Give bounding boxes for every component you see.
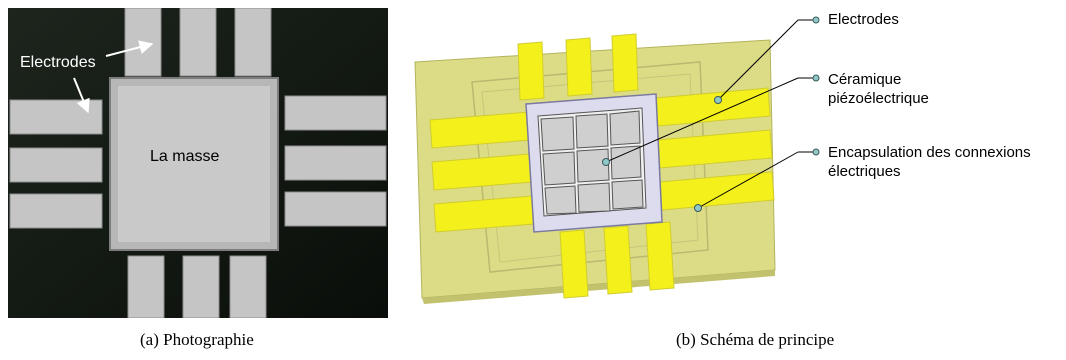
photo-caption: (a) Photographie: [140, 330, 254, 349]
electrode-pad-left-3: [9, 193, 103, 229]
arrow-to-top-electrode: [105, 40, 154, 57]
electrode-bottom-2: [603, 225, 633, 295]
mass-square: [118, 86, 270, 242]
ceramic-cells: [540, 110, 644, 215]
electrode-pad-top-1: [124, 8, 162, 77]
leader-electrodes: [717, 19, 799, 101]
marker-electrodes: [714, 96, 722, 104]
electrode-pad-left-2: [9, 147, 103, 183]
electrode-bottom-3: [645, 221, 675, 291]
arrow-to-left-electrode: [73, 77, 90, 114]
electrode-pad-bottom-1: [127, 255, 165, 318]
label-dot-electrodes: [812, 16, 820, 24]
leader-encapsulation: [697, 151, 799, 209]
label-encapsulation-line1: Encapsulation des connexions: [828, 144, 1031, 161]
schematic-caption: (b) Schéma de principe: [676, 330, 835, 349]
electrode-pad-left-1: [9, 99, 103, 135]
schematic-drawing: [414, 16, 820, 304]
electrode-pad-right-2: [284, 145, 387, 181]
marker-ceramic: [602, 158, 610, 166]
label-ceramic-line2: piézoélectrique: [828, 90, 929, 107]
photo-panel: Electrodes La masse: [8, 8, 388, 318]
electrode-pad-top-2: [179, 8, 217, 77]
label-dot-encapsulation: [812, 148, 820, 156]
electrode-bottom-1: [559, 229, 589, 299]
photo-mass-label: La masse: [150, 148, 220, 165]
electrode-top-2: [565, 37, 593, 97]
label-ceramic-line1: Céramique: [828, 71, 902, 88]
photo-image: [8, 8, 388, 318]
electrode-pad-bottom-2: [182, 255, 220, 318]
label-electrodes: Electrodes: [828, 11, 899, 28]
electrode-pad-right-3: [284, 191, 387, 227]
substrate-edge: [422, 270, 775, 304]
marker-encapsulation: [694, 204, 702, 212]
label-dot-ceramic: [812, 74, 820, 82]
electrode-pad-top-3: [234, 8, 272, 77]
photo-electrodes-label: Electrodes: [20, 54, 96, 71]
label-encapsulation-line2: électriques: [828, 163, 901, 180]
leader-ceramic: [605, 77, 799, 163]
electrode-top-1: [517, 41, 545, 101]
electrode-pad-bottom-3: [229, 255, 267, 318]
schematic-panel: Electrodes Céramique piézoélectrique Enc…: [410, 0, 1066, 325]
electrode-top-3: [611, 33, 639, 93]
electrode-pad-right-1: [284, 95, 387, 131]
